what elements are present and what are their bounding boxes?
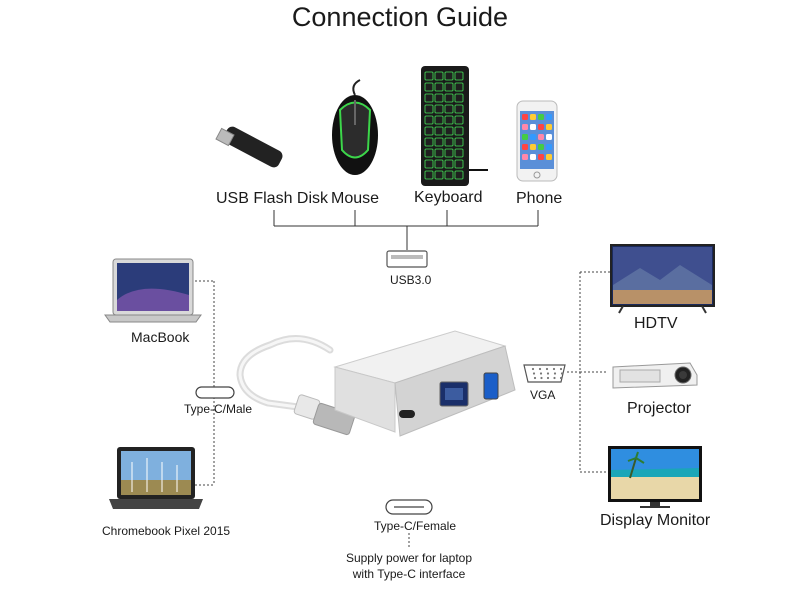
page-title: Connection Guide — [291, 2, 509, 32]
chromebook-icon — [109, 447, 203, 509]
note-line-2: with Type-C interface — [352, 567, 466, 581]
note-line-1: Supply power for laptop — [345, 551, 473, 565]
mouse-icon — [332, 79, 378, 175]
macbook-icon — [104, 258, 202, 323]
label-usb-flash-disk: USB Flash Disk — [216, 190, 329, 207]
usb-port-icon — [386, 250, 428, 268]
label-keyboard: Keyboard — [414, 189, 483, 206]
usb-flash-disk-icon — [215, 126, 283, 168]
label-typec-female: Type-C/Female — [374, 519, 457, 533]
label-projector: Projector — [627, 400, 692, 417]
left-connector-lines — [195, 280, 215, 486]
label-display-monitor: Display Monitor — [600, 512, 711, 529]
display-monitor-icon — [608, 446, 702, 508]
top-connector-lines — [273, 210, 539, 250]
hdtv-icon — [610, 244, 715, 314]
label-chromebook: Chromebook Pixel 2015 — [102, 524, 231, 538]
label-macbook: MacBook — [131, 329, 190, 345]
projector-icon — [612, 362, 698, 389]
right-connector-lines — [567, 271, 610, 473]
label-usb-port: USB3.0 — [390, 273, 432, 287]
typec-male-port-icon — [195, 386, 235, 399]
label-mouse: Mouse — [331, 190, 380, 207]
label-typec-male: Type-C/Male — [184, 402, 253, 416]
adapter-hub-icon — [236, 330, 516, 437]
label-hdtv: HDTV — [634, 315, 678, 332]
keyboard-icon — [421, 66, 488, 186]
label-phone: Phone — [516, 190, 563, 207]
phone-icon — [516, 100, 558, 182]
vga-port-icon — [523, 364, 566, 383]
label-vga-port: VGA — [530, 388, 556, 402]
